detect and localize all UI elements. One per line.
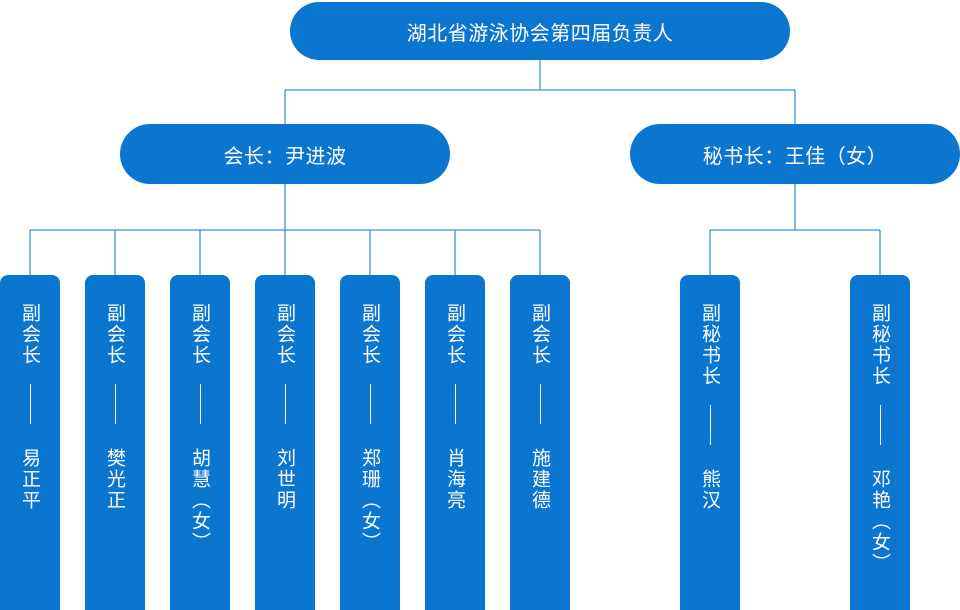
separator [454,384,456,424]
role-text: 副会长 [444,303,466,366]
vice-chairman-node: 副会长 易正平 [0,275,60,610]
secretary-general-text: 秘书长：王佳（女） [702,143,888,168]
vice-chairman-node: 副会长 刘世明 [255,275,315,610]
role-text: 副秘书长 [869,303,891,387]
role-text: 副会长 [19,303,41,366]
chairman-text: 会长：尹进波 [223,143,347,168]
separator [539,384,541,424]
deputy-secretary-node: 副秘书长 熊汉 [680,275,740,610]
member-name: 施建德 [529,448,551,511]
separator [199,384,201,424]
role-text: 副会长 [189,303,211,366]
vice-chairman-node: 副会长 肖海亮 [425,275,485,610]
vice-chairman-node: 副会长 樊光正 [85,275,145,610]
separator [709,405,711,445]
role-text: 副会长 [104,303,126,366]
member-name: 郑珊（女） [359,448,381,553]
title-node: 湖北省游泳协会第四届负责人 [290,2,790,60]
deputy-secretary-node: 副秘书长 邓艳（女） [850,275,910,610]
secretary-general-node: 秘书长：王佳（女） [630,124,960,184]
separator [879,405,881,445]
separator [369,384,371,424]
title-text: 湖北省游泳协会第四届负责人 [406,20,674,45]
role-text: 副秘书长 [699,303,721,387]
member-name: 邓艳（女） [869,469,891,574]
role-text: 副会长 [359,303,381,366]
vice-chairman-node: 副会长 施建德 [510,275,570,610]
member-name: 易正平 [19,448,41,511]
member-name: 刘世明 [274,448,296,511]
vice-chairman-node: 副会长 郑珊（女） [340,275,400,610]
vice-chairman-node: 副会长 胡慧（女） [170,275,230,610]
chairman-node: 会长：尹进波 [120,124,450,184]
separator [29,384,31,424]
role-text: 副会长 [529,303,551,366]
member-name: 樊光正 [104,448,126,511]
role-text: 副会长 [274,303,296,366]
separator [114,384,116,424]
member-name: 肖海亮 [444,448,466,511]
member-name: 胡慧（女） [189,448,211,553]
member-name: 熊汉 [699,469,721,511]
separator [284,384,286,424]
